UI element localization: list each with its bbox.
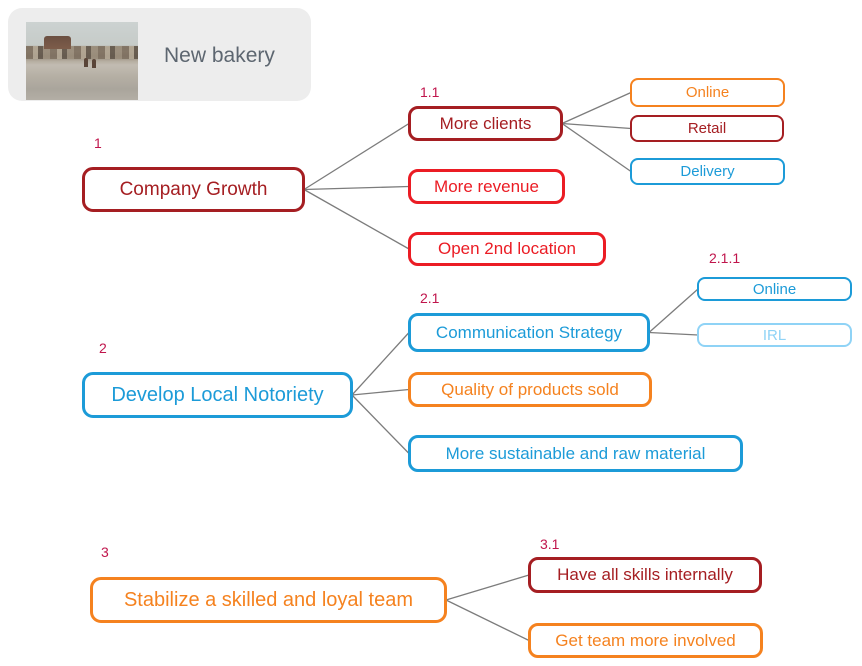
edge-develop-local-notoriety-to-communication-strategy [351,332,410,396]
node-develop-local-notoriety[interactable]: Develop Local Notoriety [82,372,353,418]
edge-more-clients-to-online-sales [561,91,632,125]
project-root-card[interactable]: New bakery [8,8,311,101]
node-open-2nd-location[interactable]: Open 2nd location [408,232,606,266]
bakery-photo [26,22,138,100]
node-number-develop-local-notoriety: 2 [99,340,107,356]
node-number-stabilize-team: 3 [101,544,109,560]
edge-company-growth-to-more-revenue [303,185,410,191]
edge-stabilize-team-to-team-involved [445,599,530,642]
edge-stabilize-team-to-skills-internally [445,574,530,601]
node-number-skills-internally: 3.1 [540,536,560,552]
node-number-online-communication: 2.1.1 [709,250,741,266]
node-online-sales[interactable]: Online [630,78,785,107]
edge-develop-local-notoriety-to-quality-of-products [351,388,410,396]
node-number-communication-strategy: 2.1 [420,290,440,306]
project-title: New bakery [164,44,275,67]
node-delivery[interactable]: Delivery [630,158,785,185]
node-sustainable-material[interactable]: More sustainable and raw material [408,435,743,472]
edge-company-growth-to-more-clients [303,122,410,191]
node-stabilize-team[interactable]: Stabilize a skilled and loyal team [90,577,447,623]
node-quality-of-products[interactable]: Quality of products sold [408,372,652,407]
node-more-clients[interactable]: More clients [408,106,563,141]
node-irl[interactable]: IRL [697,323,852,347]
horse-rider [84,58,88,67]
node-retail[interactable]: Retail [630,115,784,142]
edge-communication-strategy-to-irl [648,331,699,336]
edge-company-growth-to-open-2nd-location [303,188,410,250]
node-number-company-growth: 1 [94,135,102,151]
node-more-revenue[interactable]: More revenue [408,169,565,204]
edge-develop-local-notoriety-to-sustainable-material [351,394,410,454]
horse-rider [92,59,96,68]
node-number-more-clients: 1.1 [420,84,440,100]
node-skills-internally[interactable]: Have all skills internally [528,557,762,593]
house-roof [43,36,71,49]
node-team-involved[interactable]: Get team more involved [528,623,763,658]
edge-more-clients-to-delivery [561,122,632,173]
edge-more-clients-to-retail [561,122,632,130]
houses-strip [26,46,138,59]
node-communication-strategy[interactable]: Communication Strategy [408,313,650,352]
node-online-communication[interactable]: Online [697,277,852,301]
edge-communication-strategy-to-online-communication [648,288,699,333]
node-company-growth[interactable]: Company Growth [82,167,305,212]
